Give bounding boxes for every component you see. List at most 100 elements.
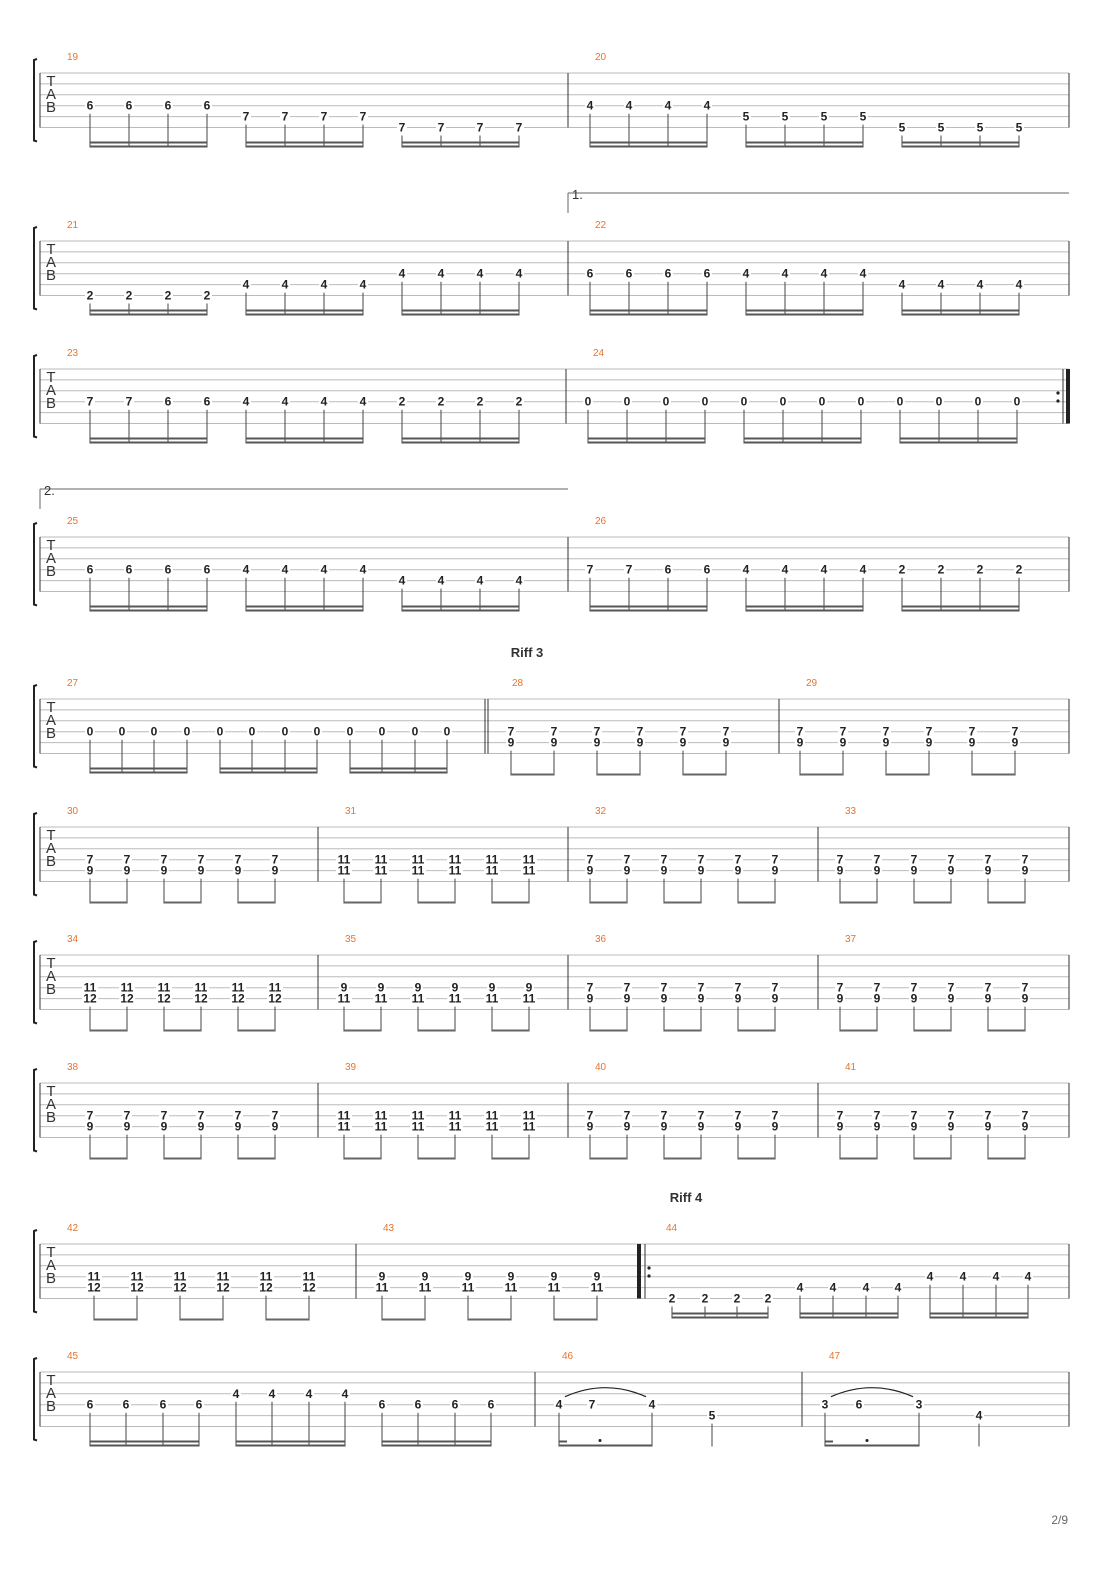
fret-number: 6 [204,563,211,577]
note-bg [696,1120,706,1132]
note-bg [696,864,706,876]
note-bg [122,1109,132,1121]
fret-number: 9 [948,992,955,1006]
fret-number: 4 [243,395,250,409]
note-bg [780,267,790,279]
note-bg [585,981,595,993]
fret-number: 7 [969,725,976,739]
note-bg [85,1398,95,1410]
note-bg [622,992,632,1004]
note-bg [258,1281,274,1293]
fret-number: 11 [462,1281,475,1295]
note-bg [156,992,172,1004]
fret-number: 4 [743,267,750,281]
note-bg [733,864,743,876]
fret-number: 2 [938,563,945,577]
note-bg [82,992,98,1004]
note-bg [1014,278,1024,290]
note-bg [795,736,805,748]
fret-number: 0 [897,395,904,409]
fret-number: 4 [743,563,750,577]
fret-number: 7 [198,853,205,867]
note-bg [336,853,352,865]
note-bg [554,1398,564,1410]
fret-number: 12 [173,1281,187,1295]
note-bg [835,992,845,1004]
fret-number: 9 [235,1120,242,1134]
tab-clef-letter: B [46,1398,56,1415]
note-bg [1010,725,1020,737]
fret-number: 7 [161,1109,168,1123]
fret-number: 7 [587,1109,594,1123]
note-bg [835,981,845,993]
note-bg [702,563,712,575]
fret-number: 11 [486,1120,499,1134]
note-bg [301,1281,317,1293]
fret-number: 9 [772,864,779,878]
fret-number: 9 [837,992,844,1006]
note-bg [732,1292,742,1304]
fret-number: 6 [379,1398,386,1412]
fret-number: 7 [837,853,844,867]
fret-number: 7 [587,563,594,577]
fret-number: 7 [124,853,131,867]
note-bg [872,981,882,993]
fret-number: 7 [243,110,250,124]
fret-number: 9 [874,864,881,878]
note-bg [546,1281,562,1293]
fret-number: 4 [360,278,367,292]
system-bracket [33,58,38,143]
note-bg [696,981,706,993]
fret-number: 9 [948,1120,955,1134]
fret-number: 9 [797,736,804,750]
fret-number: 0 [379,725,386,739]
fret-number: 9 [911,992,918,1006]
note-bg [358,395,368,407]
note-bg [521,864,537,876]
fret-number: 9 [969,736,976,750]
note-bg [524,981,534,993]
fret-number: 11 [338,853,351,867]
note-bg [122,853,132,865]
note-bg [587,1398,597,1410]
fret-number: 7 [1022,981,1029,995]
note-bg [975,121,985,133]
fret-number: 7 [589,1398,596,1412]
note-bg [345,725,355,737]
note-bg [450,1398,460,1410]
fret-number: 6 [488,1398,495,1412]
note-bg [819,267,829,279]
system-bracket [33,940,38,1025]
measure-number: 32 [595,806,607,817]
note-bg [838,725,848,737]
fret-number: 4 [282,278,289,292]
fret-number: 4 [477,574,484,588]
note-bg [172,1270,188,1282]
note-bg [700,395,710,407]
measure-number: 25 [67,516,79,527]
note-bg [881,736,891,748]
fret-number: 11 [375,864,388,878]
fret-number: 11 [376,1281,389,1295]
note-bg [585,563,595,575]
fret-number: 0 [663,395,670,409]
tab-clef-letter: T [46,1372,55,1389]
fret-number: 12 [216,1281,230,1295]
fret-number: 11 [217,1270,230,1284]
note-bg [484,853,500,865]
note-bg [624,563,634,575]
fret-number: 11 [523,1120,536,1134]
fret-number: 9 [587,992,594,1006]
tab-clef-letter: A [46,840,56,857]
note-bg [897,278,907,290]
fret-number: 9 [1012,736,1019,750]
note-bg [270,864,280,876]
fret-number: 12 [120,992,134,1006]
note-bg [460,1281,476,1293]
note-bg [410,864,426,876]
note-bg [696,853,706,865]
note-bg [946,992,956,1004]
tab-clef-letter: A [46,1096,56,1113]
fret-number: 9 [723,736,730,750]
note-bg [925,1270,935,1282]
